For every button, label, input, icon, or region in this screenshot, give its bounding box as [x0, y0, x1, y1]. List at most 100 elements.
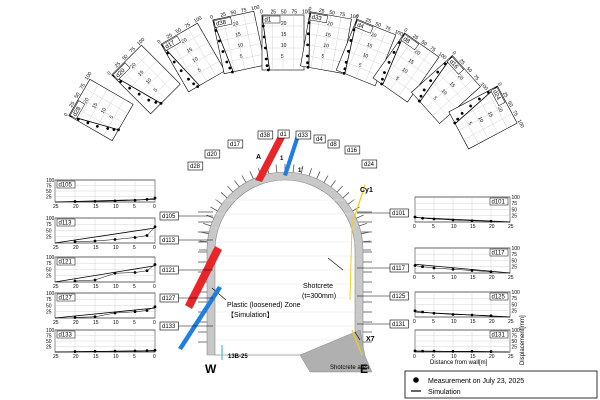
- measurement-point: [307, 21, 311, 25]
- measurement-line: [74, 226, 156, 242]
- simulation-line: [54, 265, 156, 283]
- d101-side-tag: d101: [389, 208, 409, 218]
- measurement-point: [306, 54, 309, 58]
- x-tick-label: 20: [489, 224, 495, 230]
- chart-id-box: [489, 292, 509, 301]
- b13-label: 13B-25: [228, 354, 248, 360]
- measurement-point: [225, 60, 229, 64]
- measurement-point: [306, 61, 309, 65]
- displacement-tick-label: 25: [114, 61, 122, 69]
- d20-tag-box: [204, 149, 221, 159]
- displacement-tick-label: 100: [251, 4, 261, 12]
- west-label: W: [205, 362, 217, 376]
- chart-id-label: d125: [492, 295, 506, 301]
- distance-tick-label: 5: [153, 87, 159, 93]
- measurement-point: [93, 349, 97, 353]
- measurement-point: [460, 111, 464, 115]
- d20-tag: d20: [204, 149, 221, 159]
- displacement-tick-label: 75: [292, 10, 298, 16]
- distance-tick-label: 5: [321, 53, 325, 59]
- a-label: A: [256, 154, 261, 161]
- d125-side-tag: d125: [389, 291, 409, 301]
- grid-line: [432, 78, 474, 116]
- x-tick-label: 25: [508, 275, 514, 281]
- d28-tag-label: d28: [190, 164, 201, 170]
- measurement-point: [413, 309, 417, 313]
- displacement-tick-label: 50: [465, 66, 473, 74]
- d113-side-tag-label: d113: [162, 238, 176, 244]
- displacement-tick-label: 0: [451, 50, 457, 56]
- y-tick-label: 50: [512, 207, 518, 213]
- d113-side-tag: d113: [159, 235, 179, 245]
- measurement-point: [470, 349, 474, 353]
- x-tick-label: 25: [53, 245, 59, 251]
- displacement-tick-label: 75: [339, 11, 346, 18]
- d121-side-tag: d121: [159, 265, 179, 275]
- x-tick-label: 20: [73, 245, 79, 251]
- y-tick-label: 50: [46, 189, 52, 195]
- d8-tag: d8: [327, 139, 340, 149]
- x-tick-label: 15: [93, 354, 99, 360]
- chart-id-box: [56, 293, 76, 302]
- x-tick-label: 0: [153, 245, 156, 251]
- measurement-line: [74, 306, 156, 318]
- simulation-line: [344, 19, 358, 74]
- shotcrete-yellow-line: [351, 329, 363, 356]
- measurement-point: [192, 82, 196, 86]
- measurement-point: [432, 349, 436, 353]
- x-tick-label: 0: [413, 354, 416, 360]
- distance-tick-label: 10: [323, 43, 330, 50]
- displacement-tick-label: 25: [501, 91, 509, 99]
- d28-tag-box: [187, 161, 204, 171]
- d1-tag-label: d1: [280, 132, 287, 138]
- d17-tag: d17: [227, 139, 244, 149]
- grid-line: [463, 113, 513, 140]
- measurement-point: [456, 117, 460, 121]
- grid-line: [381, 38, 414, 85]
- legend: Measurement on July 23, 2025 Simulation: [404, 370, 598, 399]
- chart-id-label: d105: [59, 183, 73, 189]
- displacement-tick-label: 75: [384, 25, 392, 33]
- leader-line: [211, 287, 227, 301]
- d16-tag-label: d16: [347, 148, 358, 154]
- plastic-zone-sim-label: 【Simulation】: [227, 311, 274, 319]
- measurement-point: [469, 104, 473, 108]
- displacement-tick-label: 25: [166, 32, 174, 40]
- measurement-point: [343, 67, 347, 71]
- y-tick-label: 25: [512, 344, 518, 350]
- chart-id-box: [400, 33, 420, 51]
- y-tick-label: 75: [512, 333, 518, 339]
- displacement-tick-label: 0: [260, 10, 263, 16]
- distance-tick-label: 10: [100, 107, 108, 115]
- distance-tick-label: 10: [362, 52, 370, 60]
- distance-tick-label: 20: [496, 106, 504, 114]
- measurement-point: [489, 350, 493, 353]
- displacement-tick-label: 25: [318, 8, 325, 15]
- plastic-zone-left-blue: [178, 286, 222, 350]
- x-tick-label: 5: [133, 284, 136, 290]
- leader-line: [327, 257, 344, 271]
- d24-tag-label: d24: [364, 162, 375, 168]
- tunnel-section: [198, 164, 373, 373]
- simulation-line: [382, 32, 405, 85]
- chart-id-box: [213, 16, 233, 28]
- chart-id-label: d127: [59, 296, 73, 302]
- measurement-point: [228, 66, 232, 70]
- distance-tick-label: 20: [83, 97, 91, 105]
- chart-id-label: d121: [59, 260, 73, 266]
- measurement-point: [133, 349, 137, 353]
- distance-tick-label: 15: [137, 69, 145, 77]
- y-tick-label: 50: [46, 303, 52, 309]
- chart-id-box: [354, 20, 374, 34]
- measurement-point: [113, 238, 117, 241]
- measurement-point: [432, 266, 436, 270]
- distance-tick-label: 5: [109, 114, 116, 120]
- x-tick-label: 25: [53, 204, 59, 210]
- d127-side-tag: d127: [159, 293, 179, 303]
- distance-tick-label: 15: [486, 111, 494, 119]
